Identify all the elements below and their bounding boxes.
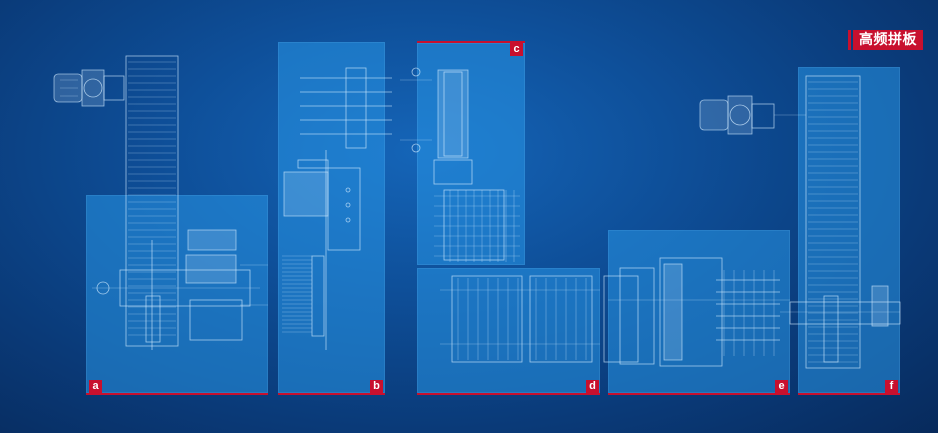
conveyor-f-drawing <box>780 75 901 369</box>
conveyor-a-drawing <box>92 55 268 350</box>
motor-left-drawing <box>53 69 125 107</box>
machine-b-drawing <box>282 67 392 350</box>
motor-right-drawing <box>699 95 806 135</box>
panel-a <box>86 195 268 395</box>
panel-f-label: f <box>885 380 898 393</box>
panel-d <box>417 268 600 395</box>
panel-f <box>798 67 900 395</box>
panel-c-label: c <box>510 43 523 56</box>
panel-b <box>278 42 385 395</box>
panel-b-label: b <box>370 380 383 393</box>
machine-c-drawing <box>400 67 520 262</box>
machine-d-drawing <box>440 275 639 363</box>
machine-e-drawing <box>608 257 790 367</box>
brand-badge: 高频拼板 <box>848 30 923 50</box>
panel-e-label: e <box>775 380 788 393</box>
panel-a-label: a <box>89 380 102 393</box>
panel-c <box>417 41 525 265</box>
panel-d-label: d <box>586 380 599 393</box>
